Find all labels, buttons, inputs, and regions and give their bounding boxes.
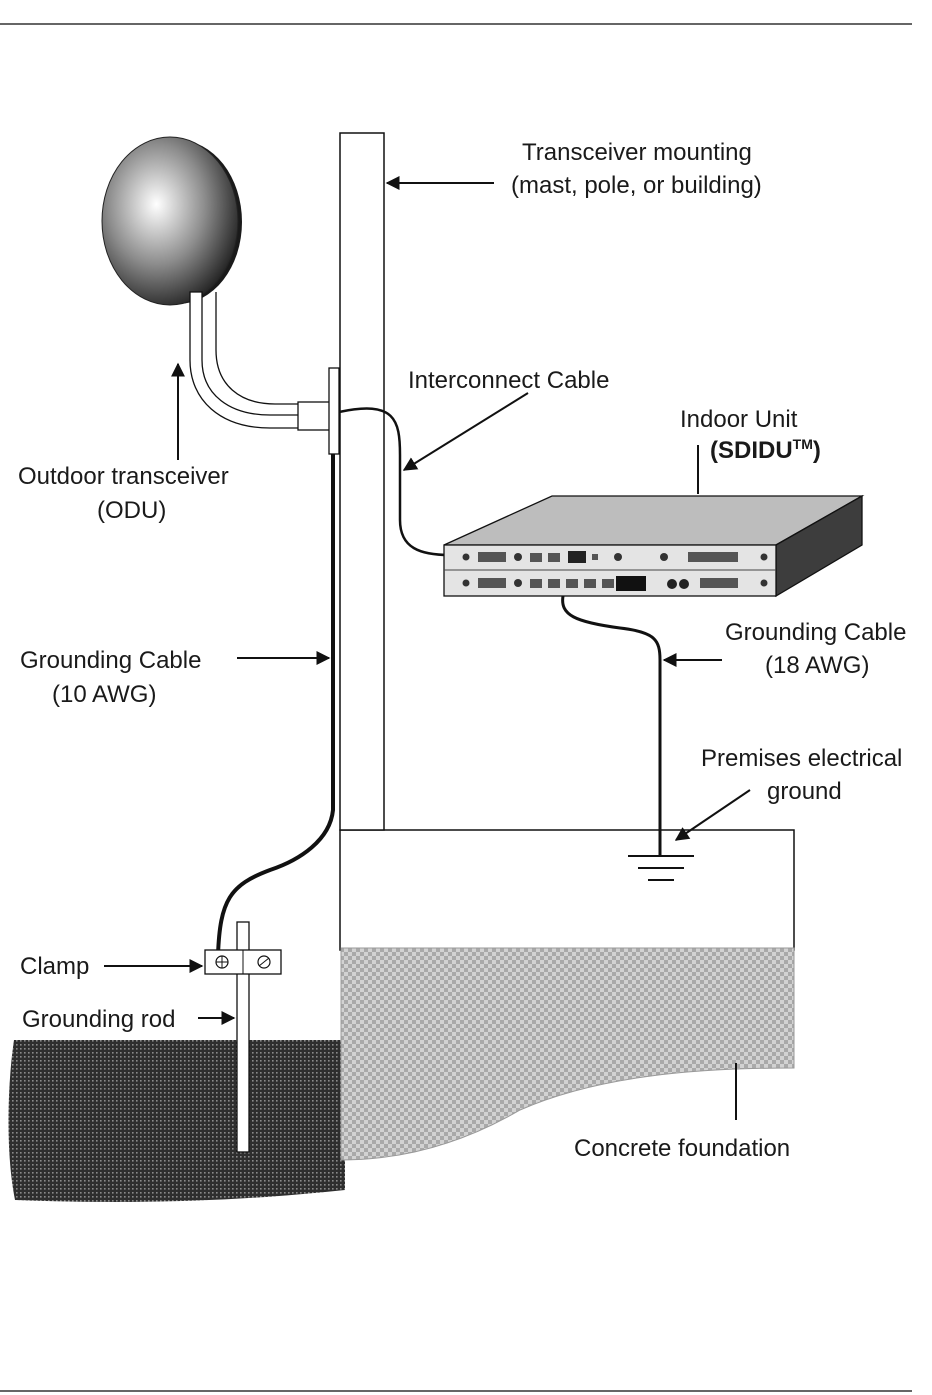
odu-mount-arm — [190, 292, 300, 428]
label-indoor-line2: (SDIDUTM) — [710, 436, 821, 464]
label-rod: Grounding rod — [22, 1006, 175, 1033]
label-premises-line2: ground — [767, 778, 842, 805]
grounding-cable-10awg — [218, 454, 333, 955]
earth-ground — [8, 1040, 345, 1202]
label-gnd18-line2: (18 AWG) — [765, 652, 869, 679]
label-concrete: Concrete foundation — [574, 1135, 790, 1162]
label-gnd18-line1: Grounding Cable — [725, 619, 906, 646]
indoor-unit — [444, 496, 862, 596]
building-wall — [340, 830, 794, 950]
clamp — [205, 950, 281, 974]
label-mounting-line2: (mast, pole, or building) — [511, 172, 762, 199]
label-gnd10-line2: (10 AWG) — [52, 681, 156, 708]
interconnect-arrow — [404, 393, 528, 470]
mast — [340, 133, 384, 830]
label-indoor-model: (SDIDU — [710, 437, 793, 464]
label-premises-line1: Premises electrical — [701, 745, 902, 772]
label-interconnect: Interconnect Cable — [408, 367, 609, 394]
label-indoor-line1: Indoor Unit — [680, 406, 798, 433]
grounding-cable-18awg — [563, 596, 660, 856]
mount-bracket — [329, 368, 339, 454]
odu-dish-icon — [102, 137, 238, 305]
concrete-foundation — [341, 948, 794, 1160]
label-indoor-close: ) — [813, 437, 821, 464]
odu-mount-arm-inner — [216, 292, 300, 404]
label-odu-line1: Outdoor transceiver — [18, 463, 229, 490]
label-gnd10-line1: Grounding Cable — [20, 647, 201, 674]
arm-collar — [298, 402, 330, 430]
label-odu-line2: (ODU) — [97, 497, 166, 524]
label-clamp: Clamp — [20, 953, 89, 980]
label-indoor-tm: TM — [793, 436, 813, 452]
label-mounting-line1: Transceiver mounting — [522, 139, 752, 166]
